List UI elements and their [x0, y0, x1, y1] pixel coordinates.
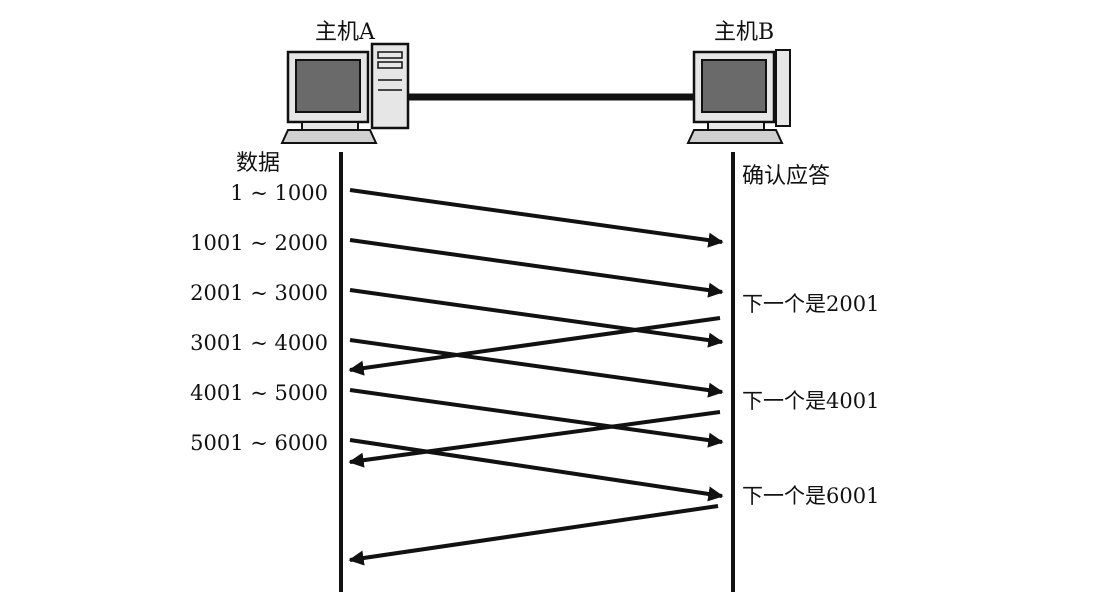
data-segment-arrow: [349, 438, 724, 502]
data-segment-arrow: [349, 288, 724, 348]
ack-arrow: [348, 316, 721, 376]
data-segment-arrow: [349, 388, 724, 448]
segment-label: 1 ~ 1000: [230, 181, 328, 205]
host-a-computer-icon: [280, 42, 410, 144]
ack-arrow: [348, 504, 719, 566]
data-header: 数据: [236, 151, 280, 176]
host-b-label: 主机B: [714, 20, 774, 45]
ack-label: 下一个是2001: [742, 292, 879, 316]
host-a-label: 主机A: [315, 20, 376, 45]
data-segment-arrow: [349, 338, 724, 398]
segment-label: 3001 ~ 4000: [190, 331, 328, 355]
host-b-computer-icon: [686, 49, 791, 144]
ack-header: 确认应答: [742, 164, 830, 189]
segment-label: 1001 ~ 2000: [190, 231, 328, 255]
segment-label: 5001 ~ 6000: [190, 431, 328, 455]
segment-label: 4001 ~ 5000: [190, 381, 328, 405]
ack-label: 下一个是4001: [742, 389, 879, 413]
data-segment-arrow: [349, 188, 724, 248]
data-segment-arrow: [349, 238, 724, 298]
ack-label: 下一个是6001: [742, 484, 879, 508]
ack-arrow: [348, 410, 721, 468]
segment-label: 2001 ~ 3000: [190, 281, 328, 305]
